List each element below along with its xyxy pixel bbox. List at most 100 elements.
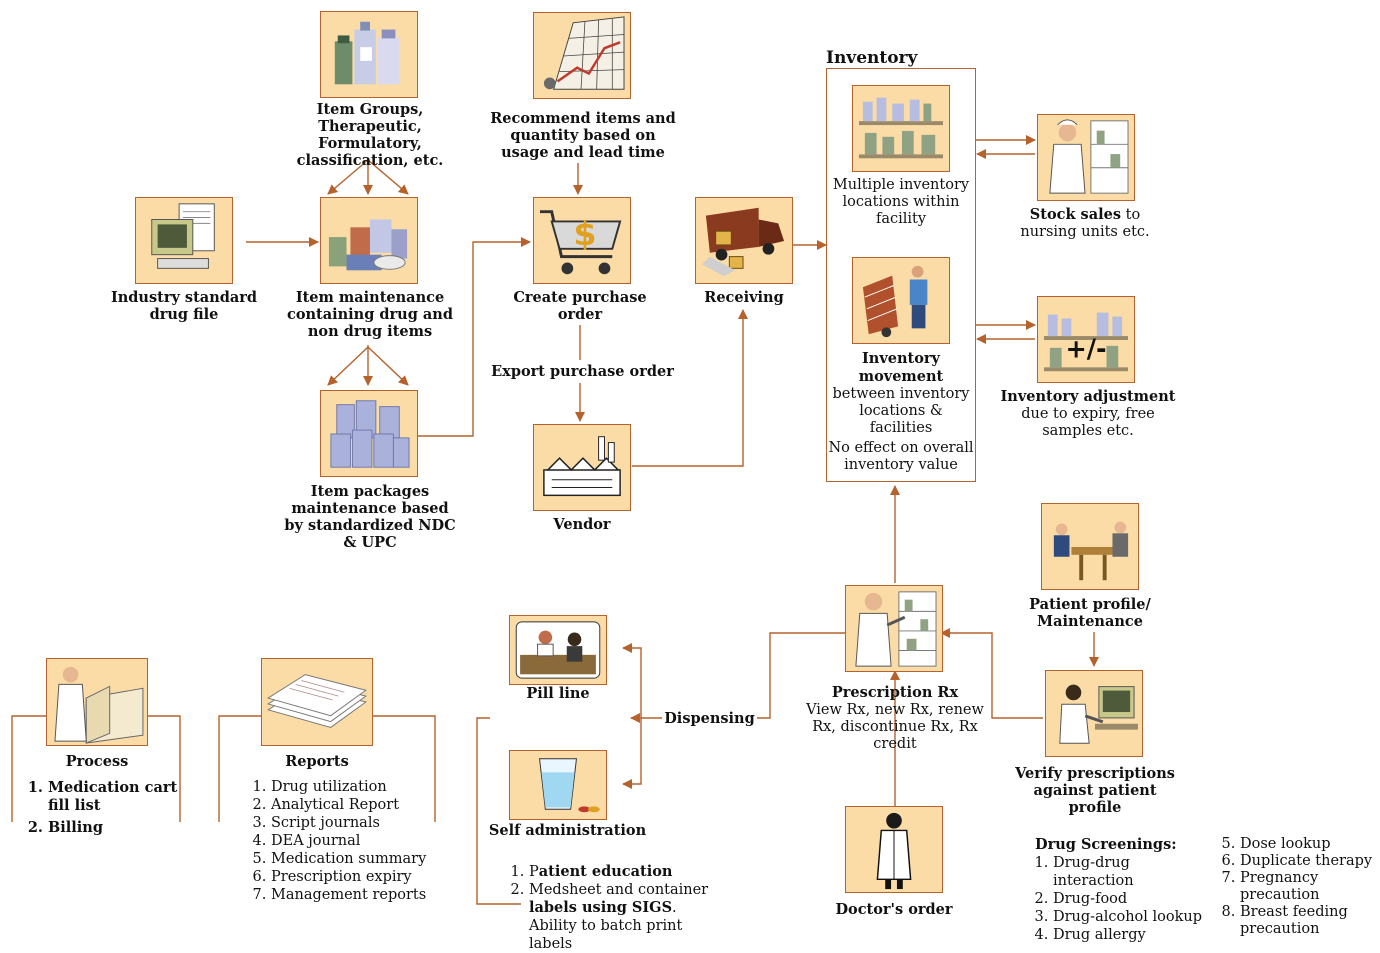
doctor-book-icon — [54, 666, 144, 744]
verify-box — [1045, 670, 1143, 757]
screening-right-item: Pregnancy precaution — [1240, 870, 1376, 904]
inventory-adjustment-box: +/- — [1037, 296, 1135, 383]
doctor-icon — [876, 812, 912, 890]
prescription-text: View Rx, new Rx, renew Rx, discontinue R… — [806, 702, 984, 752]
inventory-movement-box — [852, 257, 950, 344]
inventory-adjustment-bold: Inventory adjustment — [1000, 388, 1176, 405]
dispensing-label: Dispensing — [664, 710, 755, 727]
create-po-label: Create purchase order — [513, 289, 647, 323]
recommend-label: Recommend items and quantity based on us… — [490, 110, 676, 161]
stock-sales-text: to nursing units etc. — [1020, 207, 1150, 240]
medicine-packages-icon — [328, 219, 408, 271]
receiving-box — [695, 197, 793, 284]
reports-list-item: Drug utilization — [271, 778, 445, 796]
self-admin-item-2: Medsheet and container labels using SIGS… — [529, 881, 728, 953]
screening-right-item: Duplicate therapy — [1240, 853, 1376, 870]
self-admin-box — [509, 750, 607, 820]
screening-right-item: Dose lookup — [1240, 836, 1376, 853]
reports-list-item: Prescription expiry — [271, 868, 445, 886]
reports-list-item: Analytical Report — [271, 796, 445, 814]
process-label: Process — [65, 753, 129, 770]
computer-user-icon — [1059, 684, 1138, 744]
process-item: Medication cart fill list — [48, 779, 182, 815]
screening-left-item: Drug-alcohol lookup — [1053, 908, 1215, 926]
drug-screenings-title: Drug Screenings: — [1035, 836, 1177, 853]
reports-list-item: Medication summary — [271, 850, 445, 868]
stock-sales-bold: Stock sales — [1029, 206, 1122, 223]
screening-right-item: Breast feeding precaution — [1240, 904, 1376, 938]
screening-left-item: Drug allergy — [1053, 926, 1215, 944]
item-packages-box — [320, 390, 418, 477]
receiving-label: Receiving — [704, 289, 784, 306]
doctors-order-box — [845, 806, 943, 893]
pill-line-label: Pill line — [526, 685, 590, 702]
bottle-packages-icon — [330, 400, 410, 468]
item-maintenance-label: Item maintenance containing drug and non… — [286, 289, 453, 340]
item-groups-label: Item Groups, Therapeutic, Formulatory, c… — [296, 101, 444, 169]
pharmacy-shelves-icon — [858, 97, 944, 159]
item-packages-label: Item packages maintenance based by stand… — [284, 483, 456, 551]
self-admin-label: Self administration — [488, 822, 647, 839]
stock-sales-label: Stock sales to nursing units etc. — [1005, 206, 1165, 241]
process-box — [46, 658, 148, 746]
meeting-icon — [1053, 521, 1129, 581]
inventory-movement-bold: Inventory movement — [858, 350, 944, 385]
vendor-label: Vendor — [553, 516, 611, 533]
water-glass-pills-icon — [538, 758, 600, 813]
inventory-title: Inventory — [826, 48, 918, 68]
multiple-locations-box — [852, 85, 950, 172]
patient-profile-label: Patient profile/ Maintenance — [1029, 596, 1151, 630]
reports-list-item: Script journals — [271, 814, 445, 832]
item-groups-box — [320, 11, 418, 98]
screening-left-item: Drug-drug interaction — [1053, 854, 1215, 890]
export-po-label: Export purchase order — [490, 363, 675, 380]
create-po-box: $ — [533, 197, 631, 284]
nurse-icon — [1049, 119, 1129, 194]
verify-label: Verify prescriptions against patient pro… — [1015, 765, 1175, 816]
industry-file-label: Industry standard drug file — [110, 289, 258, 323]
factory-icon — [543, 436, 621, 497]
process-item: Billing — [48, 819, 182, 837]
pill-line-box — [509, 615, 607, 685]
computer-icon — [151, 203, 215, 269]
patient-profile-box — [1041, 503, 1139, 590]
multiple-locations-label: Multiple inventory locations within faci… — [832, 177, 970, 227]
pharmacist-icon — [855, 591, 937, 667]
reports-box — [261, 658, 373, 746]
stock-sales-box — [1037, 114, 1135, 201]
drug-screenings: Drug Screenings: Drug-drug interactionDr… — [1035, 836, 1215, 944]
reports-label: Reports — [285, 753, 349, 770]
vendor-box — [533, 424, 631, 511]
prescription-label: Prescription Rx View Rx, new Rx, renew R… — [795, 684, 995, 753]
screening-left-item: Drug-food — [1053, 890, 1215, 908]
prescription-bold: Prescription Rx — [831, 684, 959, 701]
reports-list: Drug utilizationAnalytical ReportScript … — [245, 778, 445, 904]
prescription-box — [845, 585, 943, 672]
medicine-bottles-icon — [334, 21, 400, 85]
hand-truck-worker-icon — [862, 265, 928, 338]
self-admin-item-1: Patient education — [529, 863, 728, 881]
counter-service-icon — [515, 621, 601, 679]
doctors-order-label: Doctor's order — [835, 901, 953, 918]
process-list: Medication cart fill list Billing — [22, 779, 182, 837]
inventory-movement-text: between inventory locations & facilities — [832, 386, 970, 436]
self-admin-list: Patient education Medsheet and container… — [503, 863, 728, 953]
paper-stack-icon — [266, 674, 367, 728]
delivery-truck-icon — [701, 207, 785, 277]
reports-list-item: DEA journal — [271, 832, 445, 850]
inventory-adjustment-label: Inventory adjustment due to expiry, free… — [1000, 388, 1176, 440]
no-effect-label: No effect on overall inventory value — [828, 440, 974, 473]
inventory-adjustment-text: due to expiry, free samples etc. — [1021, 406, 1155, 439]
reports-list-item: Management reports — [271, 886, 445, 904]
recommend-box — [533, 12, 631, 99]
dollar-cart-icon: $ — [539, 210, 622, 275]
building-chart-icon — [543, 16, 625, 90]
drug-screenings-more: Dose lookupDuplicate therapyPregnancy pr… — [1208, 836, 1376, 938]
adjust-sign: +/- — [1065, 334, 1106, 364]
item-maintenance-box — [320, 197, 418, 284]
shelf-adjust-icon: +/- — [1043, 312, 1129, 372]
svg-text:$: $ — [573, 214, 596, 253]
inventory-movement-label: Inventory movement between inventory loc… — [828, 350, 974, 437]
industry-file-box — [135, 197, 233, 284]
